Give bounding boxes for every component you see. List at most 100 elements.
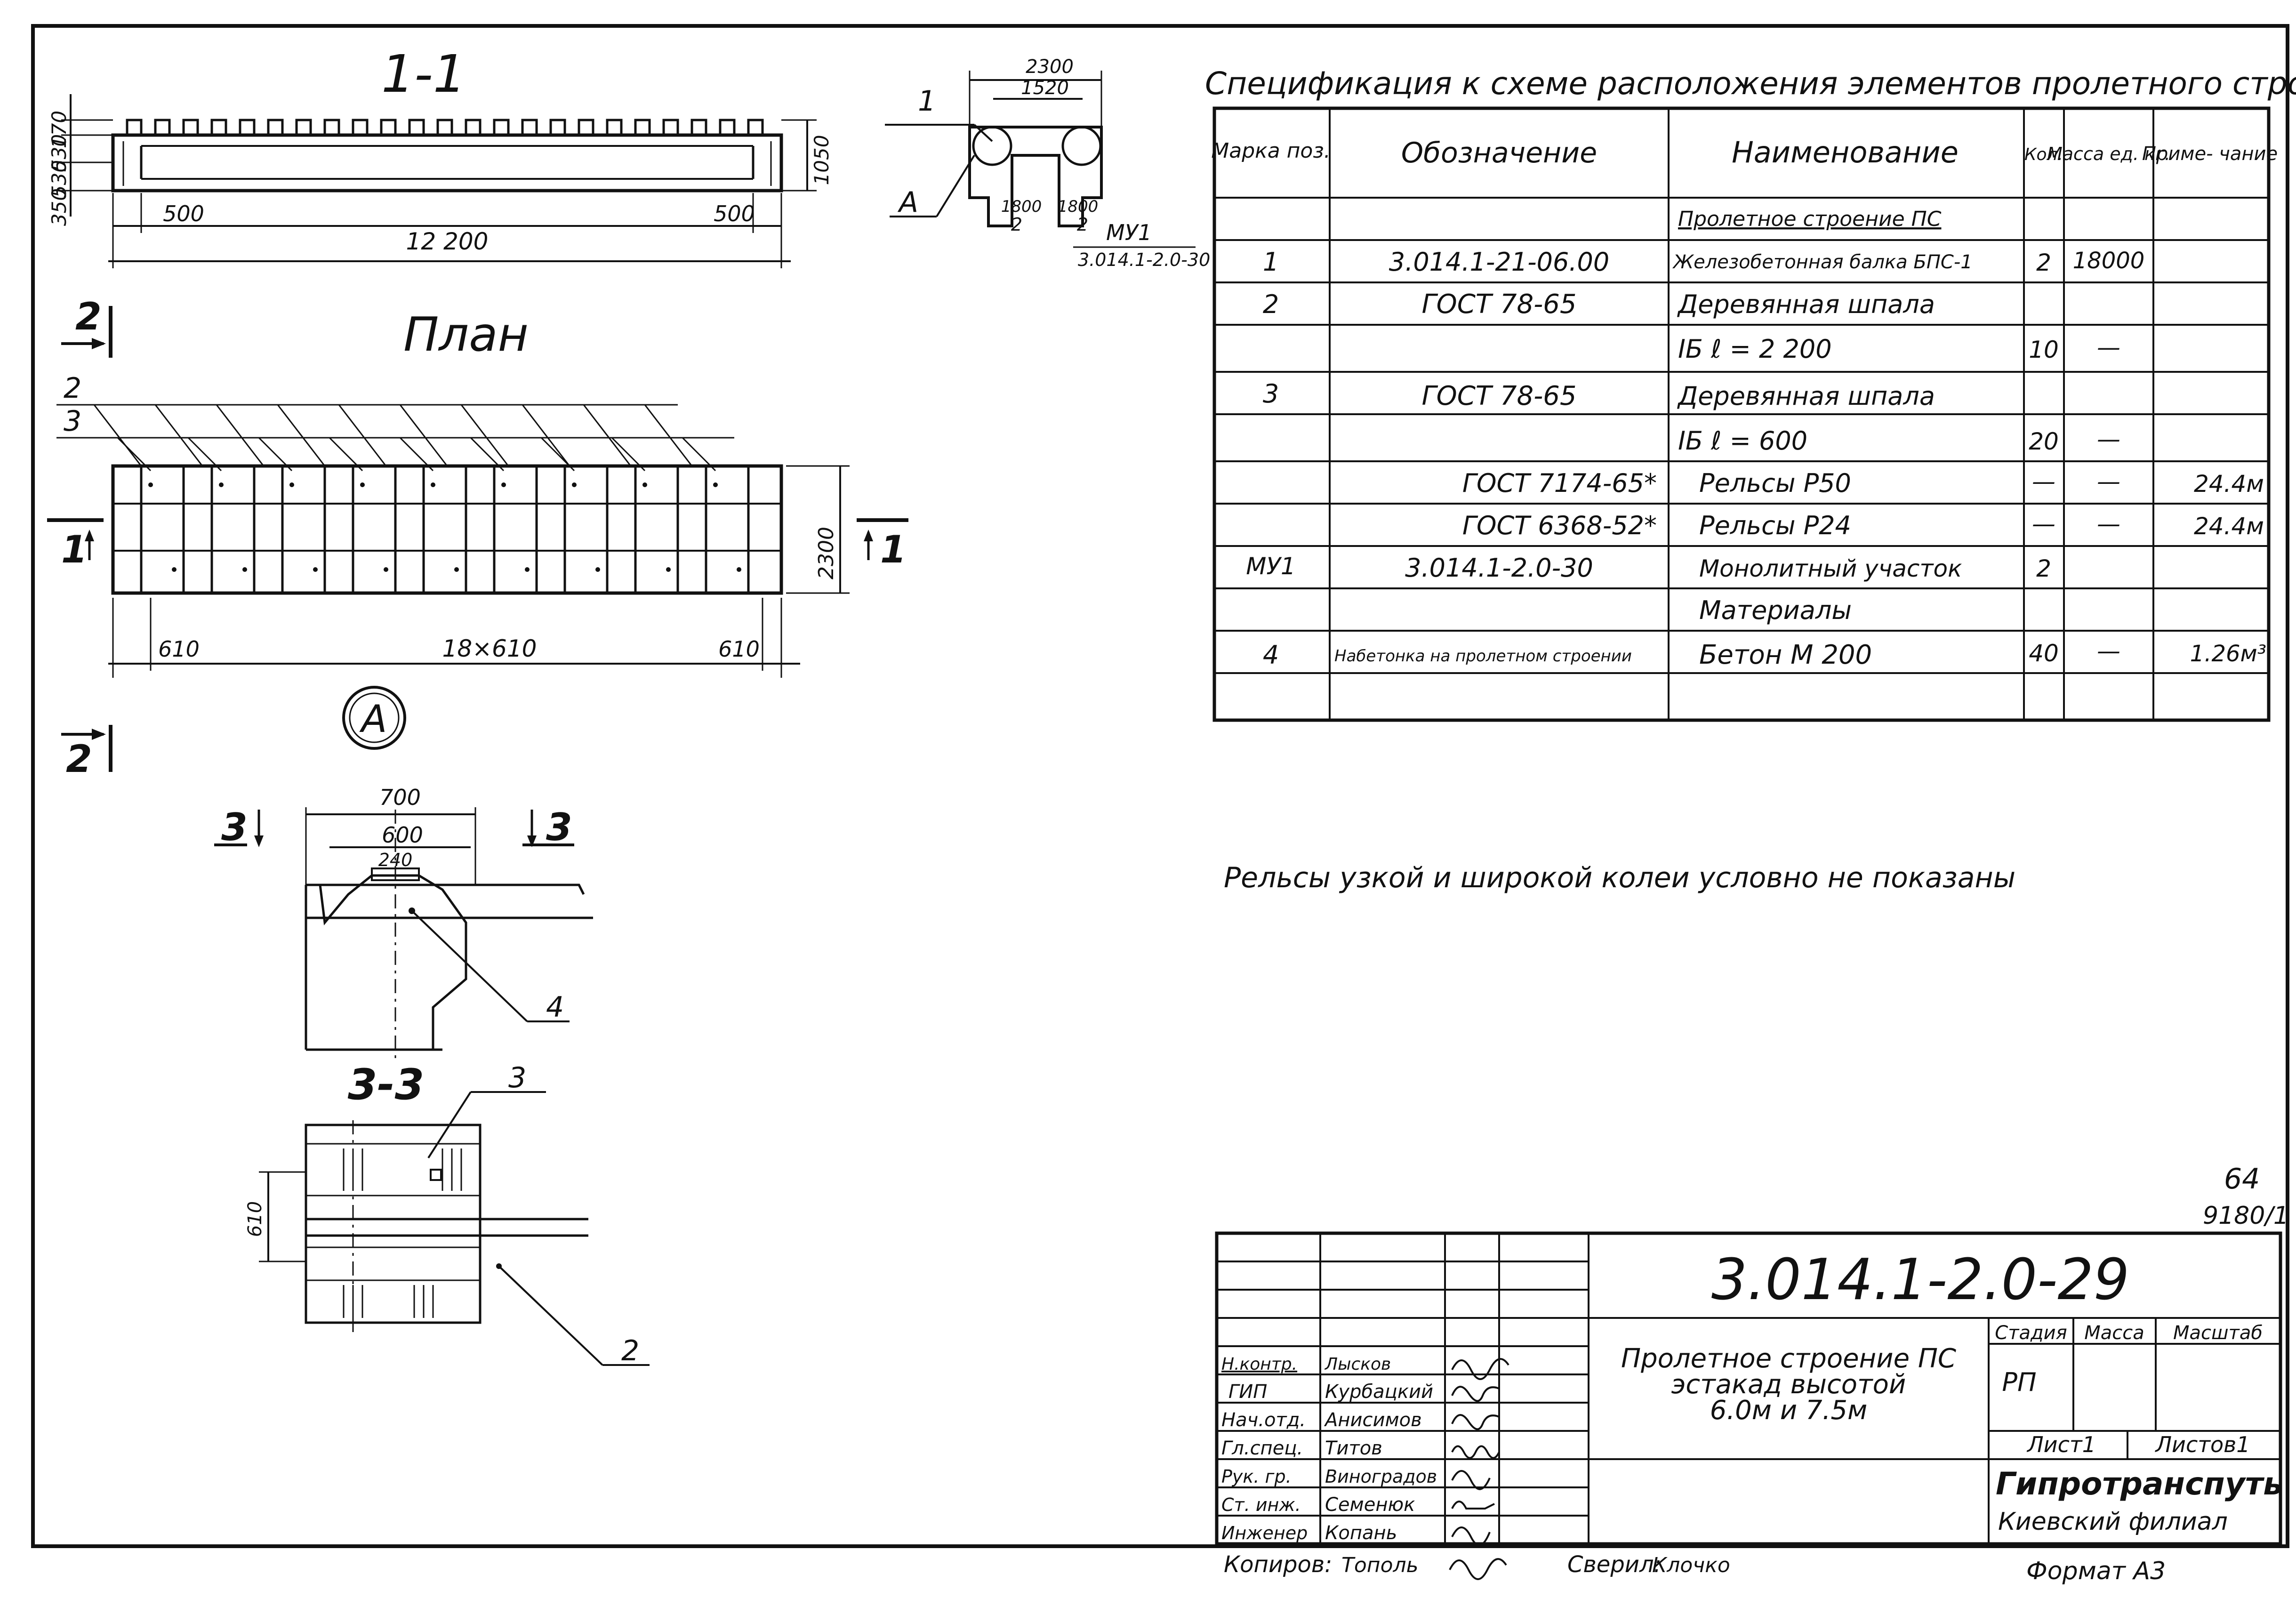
- callout-A-circle: [342, 686, 406, 750]
- plan-cut-1-right: 1: [880, 528, 907, 571]
- spec-row10-name: Бетон М 200: [1699, 640, 1872, 670]
- tb-branch: Киевский филиал: [1998, 1508, 2228, 1536]
- s33-label-2: 2: [621, 1334, 639, 1367]
- tb-title-3: 6.0м и 7.5м: [1710, 1395, 1868, 1426]
- sheet-frame: [31, 24, 2289, 1548]
- footer-format: Формат А3: [2026, 1557, 2166, 1585]
- spec-row7-code: ГОСТ 6368-52*: [1462, 511, 1657, 540]
- tb-sheets: Листов1: [2154, 1432, 2250, 1457]
- spec-row4-mark: 3: [1263, 379, 1279, 409]
- detailA-cut-3-right: 3: [546, 805, 572, 849]
- plan-dim-18x610: 18×610: [442, 635, 537, 662]
- spec-row6-code: ГОСТ 7174-65*: [1462, 468, 1657, 498]
- spec-row1-mass: 18000: [2073, 248, 2145, 274]
- cs-dim-1800-left: 1800: [1001, 197, 1042, 216]
- cs-label-1: 1: [918, 85, 936, 118]
- tb-title-2: эстакад высотой: [1671, 1369, 1906, 1400]
- dim-530: 530: [48, 134, 71, 172]
- plan-sleepers: [140, 465, 750, 594]
- beam-elevation: [111, 133, 783, 193]
- cs-dim-1800-right: 1800: [1058, 197, 1099, 216]
- tb-name-6: Копань: [1325, 1522, 1397, 1544]
- detailA-label-4: 4: [546, 991, 564, 1024]
- footer-checked-label: Сверил:: [1567, 1551, 1662, 1578]
- cross-section: 2300 1520 1 A 1800 2 1800 2 МУ1 3.014.1-…: [885, 56, 1210, 270]
- cs-label-mu1-ref: 3.014.1-2.0-30: [1078, 249, 1210, 270]
- page-mark-top: 64: [2224, 1163, 2260, 1196]
- plan-dim-2300: 2300: [814, 527, 838, 579]
- plan-dim-610-left: 610: [158, 636, 200, 662]
- signatures: [1451, 1358, 1509, 1546]
- spec-row1-qty: 2: [2036, 249, 2051, 276]
- tb-mass-header: Масса: [2084, 1322, 2144, 1344]
- plan-dim-610-right: 610: [718, 636, 760, 662]
- tb-role-4: Рук. гр.: [1221, 1466, 1292, 1487]
- spec-row3-qty: 10: [2029, 336, 2059, 363]
- tb-role-3: Гл.спец.: [1221, 1437, 1303, 1459]
- spec-row2-mark: 2: [1263, 289, 1279, 319]
- footer-copied-label: Копиров:: [1224, 1551, 1332, 1578]
- spec-row3-name: IБ ℓ = 2 200: [1678, 334, 1832, 364]
- spec-row9-name: Материалы: [1699, 595, 1852, 625]
- tb-title-1: Пролетное строение ПС: [1621, 1343, 1956, 1374]
- spec-row5-mass: —: [2097, 426, 2120, 453]
- tb-role-6: Инженер: [1221, 1523, 1308, 1543]
- tb-org: Гипротранспуть: [1996, 1466, 2283, 1502]
- dim-500-right: 500: [714, 201, 755, 226]
- spec-header-note: Приме- чание: [2142, 143, 2278, 165]
- dim-530b: 530: [48, 160, 71, 198]
- footer: Копиров: Тополь Сверил: Клочко Формат А3: [1224, 1551, 2166, 1585]
- tb-stage: РП: [2002, 1367, 2036, 1397]
- spec-header-qty: Кол.: [2024, 145, 2063, 164]
- specification-table: Спецификация к схеме расположения элемен…: [1205, 65, 2296, 722]
- spec-row6-qty: —: [2032, 468, 2055, 495]
- plan-label-2: 2: [64, 372, 81, 405]
- tb-name-0: Лысков: [1324, 1355, 1391, 1374]
- tb-sheet: Лист1: [2026, 1432, 2096, 1457]
- title-block: 3.014.1-2.0-29 Пролетное строение ПС эст…: [1215, 1231, 2283, 1546]
- sleepers-row: [126, 119, 764, 137]
- general-note: Рельсы узкой и широкой колеи условно не …: [1224, 861, 2015, 894]
- spec-header-name: Наименование: [1732, 135, 1959, 169]
- tb-name-5: Семенюк: [1325, 1494, 1415, 1516]
- dim-1050: 1050: [810, 135, 833, 185]
- section-3-3: 3-3 3 610 2: [244, 1060, 650, 1367]
- tb-doc-code: 3.014.1-2.0-29: [1711, 1247, 2129, 1313]
- spec-row1-mark: 1: [1263, 247, 1279, 277]
- spec-row5-qty: 20: [2029, 428, 2059, 455]
- spec-row6-name: Рельсы Р50: [1699, 468, 1851, 498]
- cs-dim-1520: 1520: [1021, 77, 1069, 99]
- spec-row10-note: 1.26м³: [2190, 641, 2266, 667]
- spec-header-code: Обозначение: [1401, 137, 1597, 169]
- callout-A: A: [359, 697, 387, 741]
- tb-scale-header: Масштаб: [2173, 1322, 2263, 1344]
- spec-row7-name: Рельсы Р24: [1699, 511, 1851, 540]
- spec-row10-code: Набетонка на пролетном строении: [1334, 647, 1632, 666]
- plan-cut-1-left: 1: [61, 528, 88, 571]
- spec-row5-name: IБ ℓ = 600: [1678, 426, 1807, 456]
- cs-dim-2-left: 2: [1011, 214, 1022, 235]
- spec-title: Спецификация к схеме расположения элемен…: [1205, 65, 2296, 102]
- spec-row3-mass: —: [2097, 334, 2120, 361]
- spec-row8-mark: МУ1: [1246, 553, 1295, 580]
- s33-label-3: 3: [508, 1061, 526, 1094]
- spec-header-mark: Марка поз.: [1211, 139, 1330, 163]
- spec-row8-code: 3.014.1-2.0-30: [1405, 553, 1593, 583]
- spec-row6-mass: —: [2097, 468, 2120, 495]
- s33-dim-610: 610: [244, 1201, 266, 1237]
- plan-title: План: [403, 307, 529, 362]
- section-3-3-title: 3-3: [348, 1060, 425, 1109]
- spec-row0-name: Пролетное строение ПС: [1678, 207, 1942, 231]
- tb-role-1: ГИП: [1228, 1381, 1267, 1403]
- dim-12200: 12 200: [406, 228, 489, 255]
- tb-name-3: Титов: [1325, 1437, 1382, 1459]
- spec-row6-note: 24.4м: [2194, 470, 2264, 498]
- spec-row2-code: ГОСТ 78-65: [1421, 289, 1576, 320]
- spec-row7-qty: —: [2032, 510, 2055, 538]
- tb-name-4: Виноградов: [1325, 1466, 1437, 1487]
- plan-view: План 2 2 3 1 1: [47, 295, 908, 781]
- detail-A: 3 3 700 600 240 4: [214, 785, 593, 1059]
- spec-row1-code: 3.014.1-21-06.00: [1389, 247, 1609, 277]
- tb-role-2: Нач.отд.: [1221, 1409, 1306, 1431]
- dim-350: 350: [48, 188, 71, 226]
